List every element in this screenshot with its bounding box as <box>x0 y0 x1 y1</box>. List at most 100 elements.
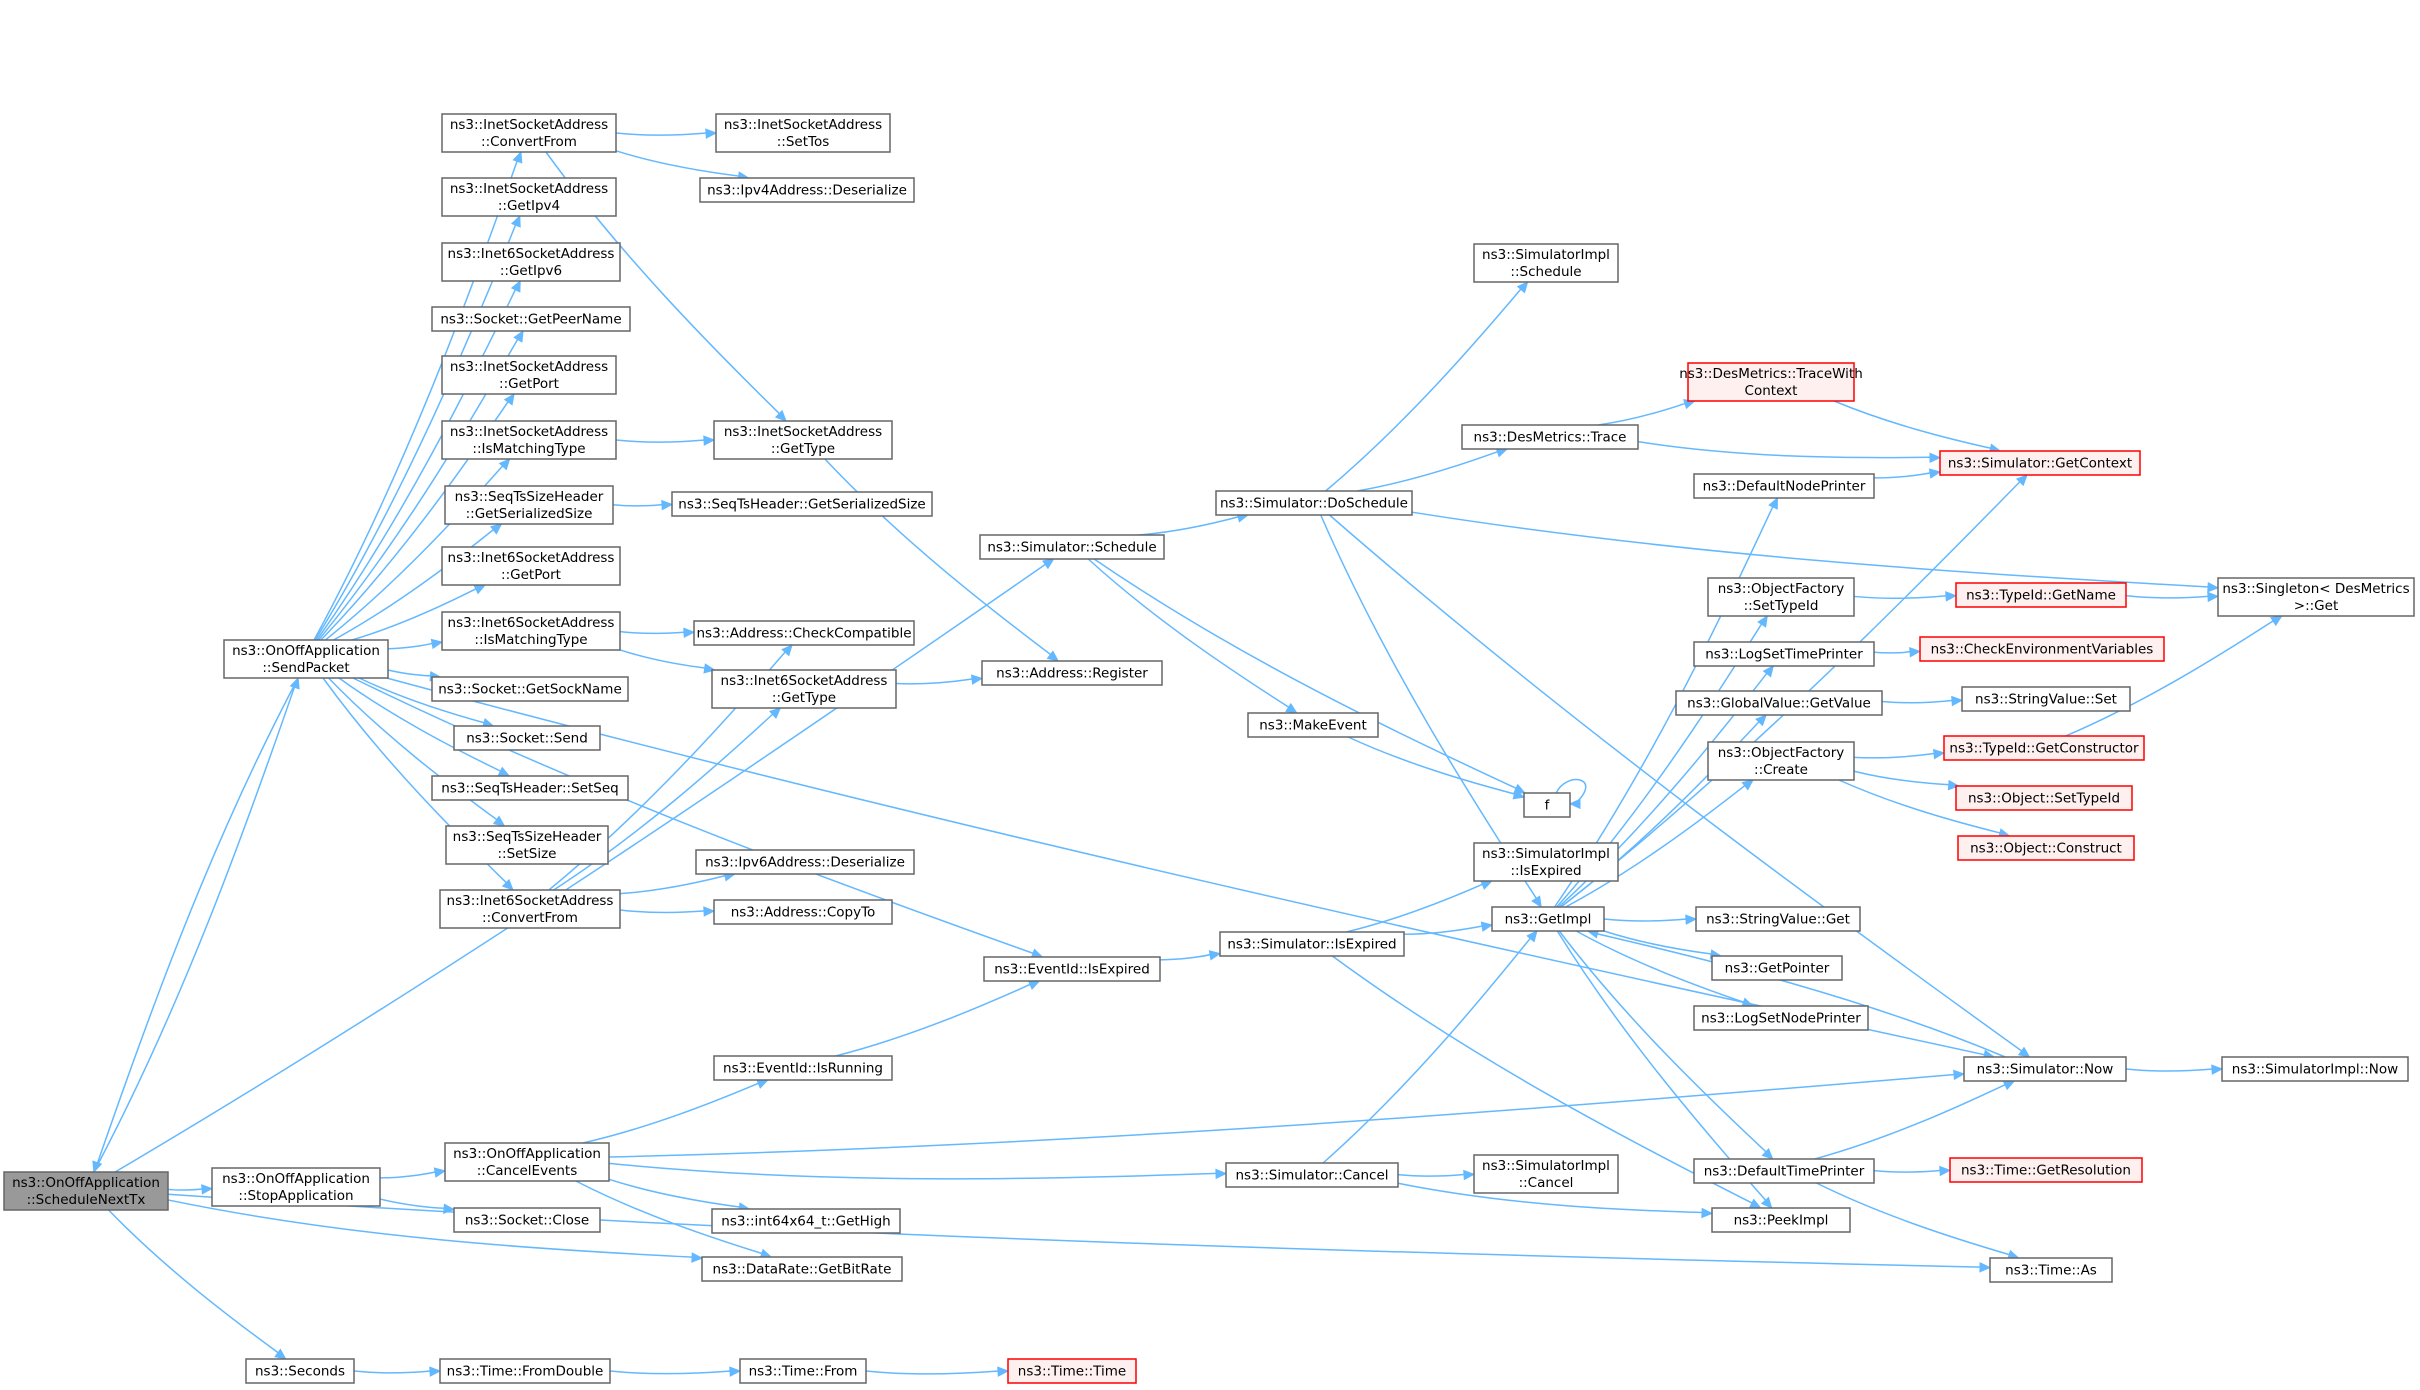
node-checkenvvars[interactable]: ns3::CheckEnvironmentVariables <box>1919 636 2165 662</box>
node-logsetnodeprinter[interactable]: ns3::LogSetNodePrinter <box>1693 1005 1869 1031</box>
node-label: ::SetSize <box>498 846 557 862</box>
edge-typeid-getname-to-singleton-get <box>2125 591 2220 603</box>
edge-eventid-isexpired-to-simulator-isexpired <box>1159 950 1222 961</box>
node-seqts-setseq[interactable]: ns3::SeqTsHeader::SetSeq <box>431 775 629 801</box>
node-inet-settos[interactable]: ns3::InetSocketAddress::SetTos <box>715 113 891 153</box>
node-simimpl-cancel[interactable]: ns3::SimulatorImpl::Cancel <box>1473 1154 1619 1194</box>
node-desmetrics-trace[interactable]: ns3::DesMetrics::Trace <box>1461 424 1639 450</box>
node-typeid-getname[interactable]: ns3::TypeId::GetName <box>1955 582 2127 608</box>
node-simimpl-isexpired[interactable]: ns3::SimulatorImpl::IsExpired <box>1473 842 1619 882</box>
node-label: ns3::Time::GetResolution <box>1961 1163 2131 1179</box>
node-inet-ismatchingtype[interactable]: ns3::InetSocketAddress::IsMatchingType <box>441 420 617 460</box>
node-box <box>1215 490 1413 516</box>
node-logsettimeprinter[interactable]: ns3::LogSetTimePrinter <box>1693 641 1875 667</box>
node-schedulenexttx[interactable]: ns3::OnOffApplication::ScheduleNextTx <box>3 1171 169 1211</box>
node-inet-getport[interactable]: ns3::InetSocketAddress::GetPort <box>441 355 617 395</box>
node-stopapplication[interactable]: ns3::OnOffApplication::StopApplication <box>211 1167 381 1207</box>
node-simulator-cancel[interactable]: ns3::Simulator::Cancel <box>1225 1162 1399 1188</box>
node-simulator-doschedule[interactable]: ns3::Simulator::DoSchedule <box>1215 490 1413 516</box>
node-peekimpl[interactable]: ns3::PeekImpl <box>1711 1207 1851 1233</box>
node-box <box>439 889 621 929</box>
node-time-time[interactable]: ns3::Time::Time <box>1007 1358 1137 1384</box>
node-getimpl[interactable]: ns3::GetImpl <box>1491 906 1605 932</box>
node-sendpacket[interactable]: ns3::OnOffApplication::SendPacket <box>223 639 389 679</box>
edge-time-fromdouble-to-time-from <box>609 1366 742 1377</box>
node-objectfactory-settypeid[interactable]: ns3::ObjectFactory::SetTypeId <box>1707 577 1855 617</box>
node-simulator-isexpired[interactable]: ns3::Simulator::IsExpired <box>1219 931 1405 957</box>
node-simimpl-now[interactable]: ns3::SimulatorImpl::Now <box>2221 1056 2409 1082</box>
edge-inet6-convertfrom-to-inet6-gettype <box>553 707 782 891</box>
node-simulator-schedule[interactable]: ns3::Simulator::Schedule <box>979 534 1165 560</box>
node-box <box>1943 735 2145 761</box>
node-getpointer[interactable]: ns3::GetPointer <box>1711 955 1843 981</box>
node-seqts-setsize[interactable]: ns3::SeqTsSizeHeader::SetSize <box>445 825 609 865</box>
node-f[interactable]: f <box>1523 792 1571 818</box>
node-defaultnodeprinter[interactable]: ns3::DefaultNodePrinter <box>1693 473 1875 499</box>
node-time-getresolution[interactable]: ns3::Time::GetResolution <box>1949 1157 2143 1183</box>
node-stringvalue-set[interactable]: ns3::StringValue::Set <box>1961 686 2131 712</box>
node-socket-send[interactable]: ns3::Socket::Send <box>453 725 601 751</box>
node-address-checkcompatible[interactable]: ns3::Address::CheckCompatible <box>693 620 915 646</box>
edge-simulator-schedule-to-makeevent <box>1087 558 1298 714</box>
node-inet6-convertfrom[interactable]: ns3::Inet6SocketAddress::ConvertFrom <box>439 889 621 929</box>
node-ipv4-deserialize[interactable]: ns3::Ipv4Address::Deserialize <box>699 177 915 203</box>
node-label: ::ConvertFrom <box>481 134 577 150</box>
edge-eventid-isrunning-to-eventid-isexpired <box>835 980 1041 1057</box>
node-socket-getsockname[interactable]: ns3::Socket::GetSockName <box>431 676 629 702</box>
node-typeid-getconstructor[interactable]: ns3::TypeId::GetConstructor <box>1943 735 2145 761</box>
node-int64-gethigh[interactable]: ns3::int64x64_t::GetHigh <box>711 1208 901 1234</box>
node-label: ns3::SimulatorImpl <box>1482 247 1610 263</box>
node-inet6-gettype[interactable]: ns3::Inet6SocketAddress::GetType <box>711 669 897 709</box>
node-simimpl-schedule[interactable]: ns3::SimulatorImpl::Schedule <box>1473 243 1619 283</box>
edge-canceleventsapp-to-simulator-cancel <box>608 1162 1228 1180</box>
node-object-settypeid[interactable]: ns3::Object::SetTypeId <box>1955 785 2133 811</box>
node-canceleventsapp[interactable]: ns3::OnOffApplication::CancelEvents <box>444 1142 610 1182</box>
node-time-from[interactable]: ns3::Time::From <box>739 1358 867 1384</box>
node-box <box>431 676 629 702</box>
node-datarate-getbitrate[interactable]: ns3::DataRate::GetBitRate <box>701 1256 903 1282</box>
node-box <box>1961 686 2131 712</box>
node-label: ns3::TypeId::GetConstructor <box>1949 741 2139 757</box>
node-stringvalue-get[interactable]: ns3::StringValue::Get <box>1695 906 1861 932</box>
edge-stopapplication-to-canceleventsapp <box>379 1167 447 1179</box>
node-box <box>1523 792 1571 818</box>
node-inet6-getport[interactable]: ns3::Inet6SocketAddress::GetPort <box>441 546 621 586</box>
node-label: ns3::DesMetrics::Trace <box>1474 430 1627 446</box>
node-box <box>1473 842 1619 882</box>
node-address-register[interactable]: ns3::Address::Register <box>981 660 1163 686</box>
node-inet6-ismatchingtype[interactable]: ns3::Inet6SocketAddress::IsMatchingType <box>441 611 621 651</box>
node-simulator-now[interactable]: ns3::Simulator::Now <box>1963 1056 2127 1082</box>
node-eventid-isexpired[interactable]: ns3::EventId::IsExpired <box>983 956 1161 982</box>
node-seqtsheader-getserializedsize[interactable]: ns3::SeqTsHeader::GetSerializedSize <box>671 491 933 517</box>
node-label: ns3::Time::Time <box>1018 1364 1126 1380</box>
node-eventid-isrunning[interactable]: ns3::EventId::IsRunning <box>713 1055 893 1081</box>
node-box <box>444 1142 610 1182</box>
node-time-as[interactable]: ns3::Time::As <box>1989 1257 2113 1283</box>
node-box <box>1707 741 1855 781</box>
node-globalvalue-getvalue[interactable]: ns3::GlobalValue::GetValue <box>1675 690 1883 716</box>
node-label: ns3::Simulator::GetContext <box>1948 456 2132 472</box>
node-object-construct[interactable]: ns3::Object::Construct <box>1957 835 2135 861</box>
node-seconds[interactable]: ns3::Seconds <box>245 1358 355 1384</box>
node-box <box>1225 1162 1399 1188</box>
node-singleton-get[interactable]: ns3::Singleton< DesMetrics>::Get <box>2217 577 2415 617</box>
node-time-fromdouble[interactable]: ns3::Time::FromDouble <box>439 1358 611 1384</box>
node-simulator-getcontext[interactable]: ns3::Simulator::GetContext <box>1939 450 2141 476</box>
node-socket-close[interactable]: ns3::Socket::Close <box>453 1207 601 1233</box>
node-inet-getipv4[interactable]: ns3::InetSocketAddress::GetIpv4 <box>441 177 617 217</box>
edge-simulator-doschedule-to-desmetrics-trace <box>1356 447 1509 492</box>
node-objectfactory-create[interactable]: ns3::ObjectFactory::Create <box>1707 741 1855 781</box>
node-inet6-getipv6[interactable]: ns3::Inet6SocketAddress::GetIpv6 <box>441 242 621 282</box>
node-socket-getpeername[interactable]: ns3::Socket::GetPeerName <box>431 306 631 332</box>
node-inet-convertfrom[interactable]: ns3::InetSocketAddress::ConvertFrom <box>441 113 617 153</box>
node-label: ns3::Address::CopyTo <box>731 905 876 921</box>
node-defaulttimeprinter[interactable]: ns3::DefaultTimePrinter <box>1693 1158 1875 1184</box>
node-label: ::SendPacket <box>262 660 349 676</box>
node-label: ns3::Ipv4Address::Deserialize <box>707 183 907 199</box>
node-makeevent[interactable]: ns3::MakeEvent <box>1247 712 1379 738</box>
node-seqts-getserializedsize[interactable]: ns3::SeqTsSizeHeader::GetSerializedSize <box>444 485 614 525</box>
node-inet-gettype[interactable]: ns3::InetSocketAddress::GetType <box>713 420 893 460</box>
node-address-copyto[interactable]: ns3::Address::CopyTo <box>713 899 893 925</box>
node-ipv6-deserialize[interactable]: ns3::Ipv6Address::Deserialize <box>695 849 915 875</box>
